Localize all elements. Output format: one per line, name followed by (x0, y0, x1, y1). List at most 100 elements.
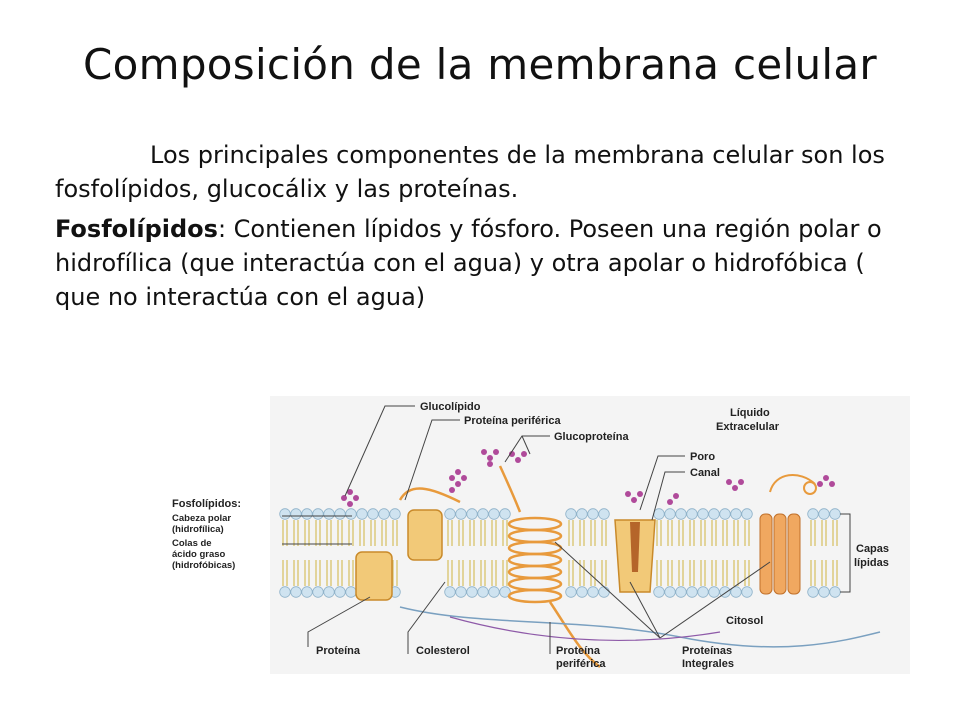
phospholipid-tail (326, 520, 332, 546)
phospholipid-head (675, 508, 687, 520)
phospholipid-head (664, 586, 676, 598)
label-glucolipido: Glucolípido (420, 401, 481, 413)
phospholipid-tail (689, 560, 695, 586)
phospholipid-tail (392, 520, 398, 546)
phospholipid-head (290, 586, 302, 598)
phospholipid-tail (821, 520, 827, 546)
label-acido-graso: ácido graso (172, 549, 226, 560)
phospholipid-head (675, 586, 687, 598)
phospholipid-tail (491, 520, 497, 546)
phospholipid-tail (568, 560, 574, 586)
leader-lines (282, 405, 851, 654)
phospholipid-head (444, 586, 456, 598)
phospholipid-tail (590, 520, 596, 546)
phospholipid-head (818, 586, 830, 598)
protein-bottom-left (355, 551, 393, 601)
phospholipid-tail (733, 560, 739, 586)
phospholipid-tail (337, 560, 343, 586)
phospholipid-head (444, 508, 456, 520)
phospholipid-tail (744, 520, 750, 546)
phospholipid-head (587, 508, 599, 520)
phospholipid-head (334, 586, 346, 598)
phospholipid-head (345, 508, 357, 520)
phospholipid-head (301, 508, 313, 520)
label-liquido: Líquido (730, 407, 770, 419)
phospholipid-tail (667, 520, 673, 546)
phospholipid-head (455, 586, 467, 598)
label-proteinas: Proteínas (682, 645, 732, 657)
multipass-protein (759, 513, 801, 595)
phospholipid-head (730, 508, 742, 520)
phospholipid-tail (337, 520, 343, 546)
phospholipid-head (290, 508, 302, 520)
phospholipid-head (807, 586, 819, 598)
phospholipid-tail (315, 560, 321, 586)
cytoskeleton-fiber-2 (449, 616, 721, 642)
paragraph-components: Los principales componentes de la membra… (55, 141, 885, 204)
label-hidrofobicas: (hidrofóbicas) (172, 560, 235, 571)
phospholipid-tail (832, 560, 838, 586)
phospholipid-tail (282, 560, 288, 586)
phospholipid-tail (447, 520, 453, 546)
phospholipid-tail (832, 520, 838, 546)
label-glucoproteina: Glucoproteína (554, 431, 629, 443)
phospholipid-tail (656, 520, 662, 546)
label-hidrofilica: (hidrofílica) (172, 524, 224, 535)
phospholipid-head (708, 508, 720, 520)
label-capas: Capas (856, 543, 889, 555)
phospholipid-tail (700, 560, 706, 586)
label-integrales: Integrales (682, 658, 734, 670)
phospholipid-head (697, 586, 709, 598)
phospholipid-tail (359, 520, 365, 546)
phospholipid-head (488, 508, 500, 520)
phospholipid-head (477, 508, 489, 520)
phospholipid-head (477, 586, 489, 598)
phospholipid-head (565, 586, 577, 598)
integral-protein-left (407, 509, 443, 561)
phospholipid-head (466, 508, 478, 520)
paragraph-phospholipids-text: : Contienen lípidos y fósforo. Poseen un… (55, 215, 882, 312)
phospholipid-head (598, 508, 610, 520)
phospholipid-head (323, 508, 335, 520)
phospholipid-tail (469, 560, 475, 586)
phospholipid-head (576, 508, 588, 520)
phospholipid-head (686, 586, 698, 598)
phospholipid-head (334, 508, 346, 520)
membrane-diagram-svg: Glucolípido Proteína periférica Glucopro… (172, 396, 910, 674)
phospholipid-tail (601, 520, 607, 546)
phospholipid-tail (711, 560, 717, 586)
phospholipid-tail (458, 560, 464, 586)
phospholipid-head (455, 508, 467, 520)
phospholipid-tail (304, 520, 310, 546)
phospholipid-tail (381, 520, 387, 546)
phospholipid-tail (722, 560, 728, 586)
phospholipid-tail (392, 560, 398, 586)
phospholipid-tail (348, 560, 354, 586)
phospholipid-head (279, 508, 291, 520)
phospholipid-head (697, 508, 709, 520)
peripheral-protein-right (769, 473, 816, 493)
phospholipid-head (653, 586, 665, 598)
label-poro: Poro (690, 451, 715, 463)
phospholipid-tail (480, 560, 486, 586)
phospholipid-head (499, 586, 511, 598)
phospholipid-head (664, 508, 676, 520)
phospholipid-tail (711, 520, 717, 546)
diagram-background (270, 396, 910, 674)
phospholipid-tail (678, 560, 684, 586)
phospholipid-head (279, 586, 291, 598)
phospholipid-tail (667, 560, 673, 586)
phospholipid-tail (678, 520, 684, 546)
phospholipid-head (829, 508, 841, 520)
phospholipid-head (598, 586, 610, 598)
phospholipid-tail (315, 520, 321, 546)
phospholipid-head (708, 586, 720, 598)
phospholipid-tail (326, 560, 332, 586)
phospholipid-tail (491, 560, 497, 586)
label-fosfolipidos: Fosfolípidos: (172, 498, 241, 510)
phospholipid-head (587, 586, 599, 598)
phospholipid-head (356, 508, 368, 520)
label-lipidas: lípidas (854, 557, 889, 569)
phospholipid-head (301, 586, 313, 598)
phospholipid-head (312, 586, 324, 598)
